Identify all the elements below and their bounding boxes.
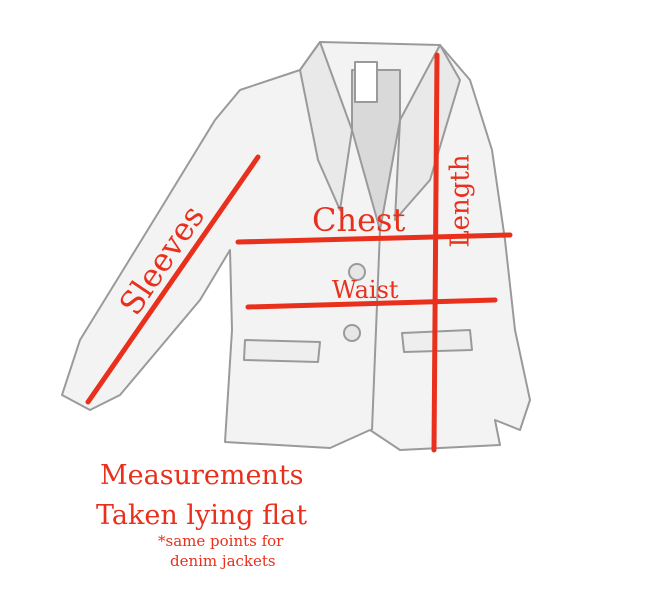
chest-line xyxy=(235,232,513,245)
waist-line xyxy=(245,297,498,310)
caption-line-2: Taken lying flat xyxy=(96,500,308,531)
caption-note-2: denim jackets xyxy=(170,552,276,570)
caption-note-1: *same points for xyxy=(158,532,284,550)
jacket-button xyxy=(348,263,366,281)
jacket-front-edge xyxy=(371,229,381,431)
sleeves-line xyxy=(85,154,261,405)
jacket-tag xyxy=(354,61,378,103)
length-label: Length xyxy=(445,154,476,248)
jacket-collar-right xyxy=(394,44,461,221)
waist-label: Waist xyxy=(332,276,399,304)
jacket-collar-left xyxy=(299,41,353,211)
jacket-button xyxy=(343,324,361,342)
jacket-left-pocket xyxy=(243,339,321,363)
caption-line-1: Measurements xyxy=(100,460,304,491)
jacket-inner-lining xyxy=(351,69,401,231)
length-line xyxy=(431,52,440,453)
chest-label: Chest xyxy=(312,201,406,239)
